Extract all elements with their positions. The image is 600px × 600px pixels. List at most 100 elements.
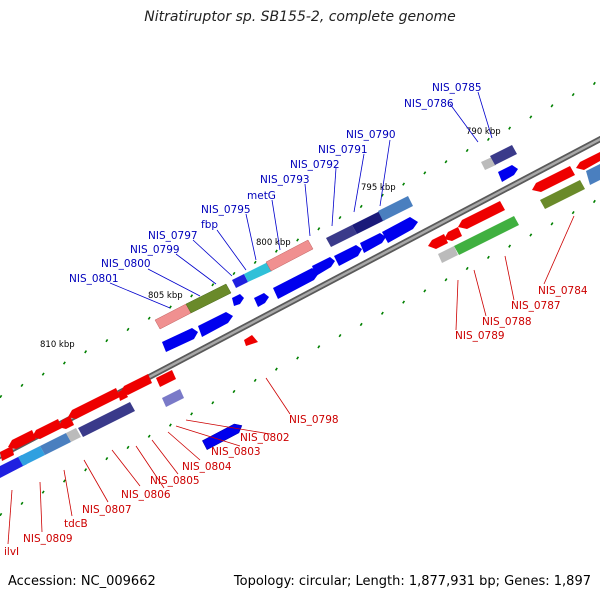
tick-dash bbox=[486, 137, 490, 141]
tick-dash bbox=[359, 322, 363, 327]
reverse-gene-labels: NIS_0784 NIS_0787 NIS_0788 NIS_0789 NIS_… bbox=[4, 285, 588, 558]
gene-label: NIS_0801 bbox=[69, 273, 119, 285]
genome-summary: Topology: circular; Length: 1,877,931 bp… bbox=[233, 574, 591, 589]
gene-label: ilvI bbox=[4, 546, 19, 558]
tick-dash bbox=[317, 227, 321, 231]
gene-arrow bbox=[334, 245, 362, 266]
tick-dash bbox=[529, 233, 533, 237]
gene-arrow bbox=[68, 388, 120, 419]
tick-dash bbox=[253, 378, 257, 382]
gene-label: NIS_0787 bbox=[511, 300, 561, 312]
tick-dash bbox=[211, 283, 215, 287]
gene-arrow bbox=[444, 227, 462, 241]
tick-dash bbox=[338, 333, 342, 338]
tick-dash bbox=[147, 316, 151, 320]
gene-arrow bbox=[382, 217, 418, 243]
tick-dash bbox=[62, 479, 66, 483]
gene-box bbox=[352, 211, 385, 234]
gene-label: NIS_0790 bbox=[346, 129, 396, 141]
gene-arrow bbox=[312, 257, 335, 276]
gene-arrow bbox=[458, 201, 505, 229]
gene-arrow bbox=[232, 294, 244, 306]
gene-box bbox=[265, 239, 314, 272]
tick-label: 790 kbp bbox=[466, 127, 501, 137]
tick-dash bbox=[84, 350, 88, 354]
tick-dash bbox=[465, 148, 469, 153]
gene-arrow bbox=[244, 335, 258, 346]
tick-dash bbox=[423, 289, 427, 293]
gene-label: NIS_0789 bbox=[455, 330, 505, 342]
tick-marks bbox=[0, 81, 596, 517]
tick-dash bbox=[232, 271, 236, 276]
gene-box bbox=[154, 303, 192, 330]
gene-label: NIS_0809 bbox=[23, 533, 73, 545]
gene-box bbox=[438, 246, 458, 263]
reverse-leaders bbox=[7, 215, 575, 545]
gene-label: NIS_0799 bbox=[130, 244, 180, 256]
tick-dash bbox=[296, 238, 300, 242]
gene-box bbox=[185, 283, 232, 314]
gene-label: NIS_0804 bbox=[182, 461, 232, 473]
tick-dash bbox=[41, 372, 45, 376]
tick-dash bbox=[571, 92, 575, 97]
gene-box bbox=[490, 145, 517, 165]
tick-dash bbox=[190, 294, 194, 298]
tick-dash bbox=[105, 338, 109, 343]
tick-dash bbox=[423, 171, 427, 175]
gene-label: NIS_0803 bbox=[211, 446, 261, 458]
tick-dash bbox=[0, 394, 3, 399]
gene-arrow bbox=[156, 370, 176, 387]
map-title: Nitratiruptor sp. SB155-2, complete geno… bbox=[144, 9, 456, 25]
tick-dash bbox=[232, 389, 236, 394]
tick-dash bbox=[592, 199, 596, 204]
tick-dash bbox=[402, 300, 406, 304]
tick-dash bbox=[20, 501, 24, 505]
gene-box bbox=[66, 428, 81, 442]
gene-label: NIS_0802 bbox=[240, 432, 290, 444]
tick-dash bbox=[190, 412, 194, 416]
gene-arrow bbox=[498, 165, 518, 182]
tick-dash bbox=[105, 456, 109, 461]
gene-box bbox=[162, 389, 184, 407]
gene-arrow bbox=[8, 430, 36, 449]
tick-dash bbox=[592, 81, 596, 86]
tick-dash bbox=[550, 222, 554, 226]
tick-dash bbox=[465, 266, 469, 271]
gene-arrow bbox=[32, 419, 62, 439]
tick-dash bbox=[444, 160, 448, 164]
gene-arrow bbox=[198, 312, 233, 337]
gene-label: NIS_0800 bbox=[101, 258, 151, 270]
forward-gene-labels: NIS_0785 NIS_0786 NIS_0790 NIS_0791 NIS_… bbox=[69, 82, 482, 285]
tick-dash bbox=[571, 210, 575, 215]
gene-box bbox=[540, 180, 585, 209]
gene-box bbox=[326, 225, 357, 247]
tick-dash bbox=[253, 260, 257, 264]
tick-dash bbox=[550, 104, 554, 108]
tick-dash bbox=[0, 512, 3, 517]
tick-dash bbox=[126, 327, 130, 332]
tick-dash bbox=[529, 115, 533, 119]
gene-box bbox=[378, 196, 413, 221]
tick-dash bbox=[274, 367, 278, 371]
tick-dash bbox=[20, 383, 24, 387]
tick-label: 795 kbp bbox=[361, 183, 396, 193]
gene-arrow bbox=[273, 268, 319, 299]
gene-label: NIS_0784 bbox=[538, 285, 588, 297]
tick-label: 800 kbp bbox=[256, 238, 291, 248]
tick-dash bbox=[84, 468, 88, 472]
gene-arrow bbox=[576, 152, 600, 170]
tick-label: 805 kbp bbox=[148, 291, 183, 301]
gene-label: fbp bbox=[201, 219, 218, 231]
tick-dash bbox=[147, 434, 151, 438]
tick-dash bbox=[168, 423, 172, 427]
reverse-features bbox=[0, 152, 600, 478]
tick-dash bbox=[380, 311, 384, 315]
tick-dash bbox=[508, 126, 512, 130]
gene-arrow bbox=[428, 234, 448, 249]
tick-dash bbox=[211, 401, 215, 405]
gene-box bbox=[232, 274, 248, 288]
gene-arrow bbox=[532, 166, 575, 192]
tick-dash bbox=[296, 356, 300, 360]
tick-dash bbox=[41, 490, 45, 494]
gene-box bbox=[18, 446, 45, 466]
